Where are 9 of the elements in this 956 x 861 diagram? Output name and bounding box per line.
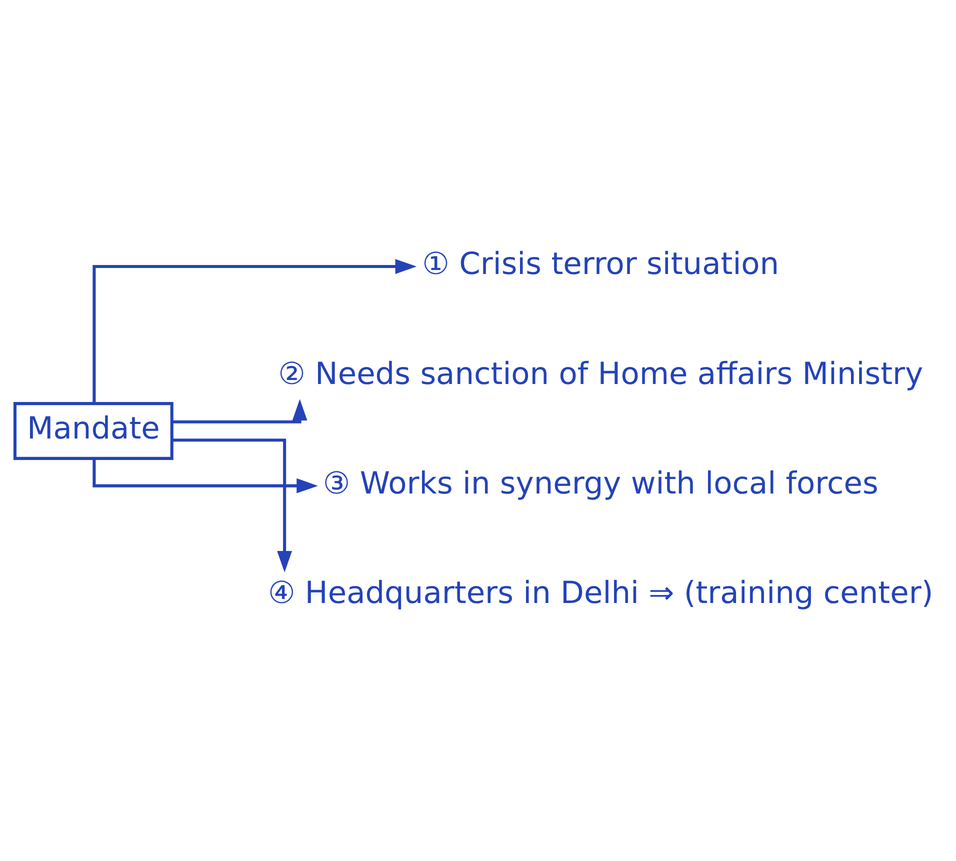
node-box: Mandate bbox=[13, 402, 174, 460]
arrow bbox=[172, 398, 308, 423]
arrow bbox=[172, 438, 292, 572]
arrow bbox=[92, 258, 417, 403]
node-text: ① Crisis terror situation bbox=[422, 246, 780, 282]
node-text: ② Needs sanction of Home affairs Ministry bbox=[278, 356, 924, 392]
arrow bbox=[92, 458, 318, 493]
node-text: ③ Works in synergy with local forces bbox=[322, 466, 878, 501]
node-text: ④ Headquarters in Delhi ⇒ (training center) bbox=[268, 576, 934, 611]
